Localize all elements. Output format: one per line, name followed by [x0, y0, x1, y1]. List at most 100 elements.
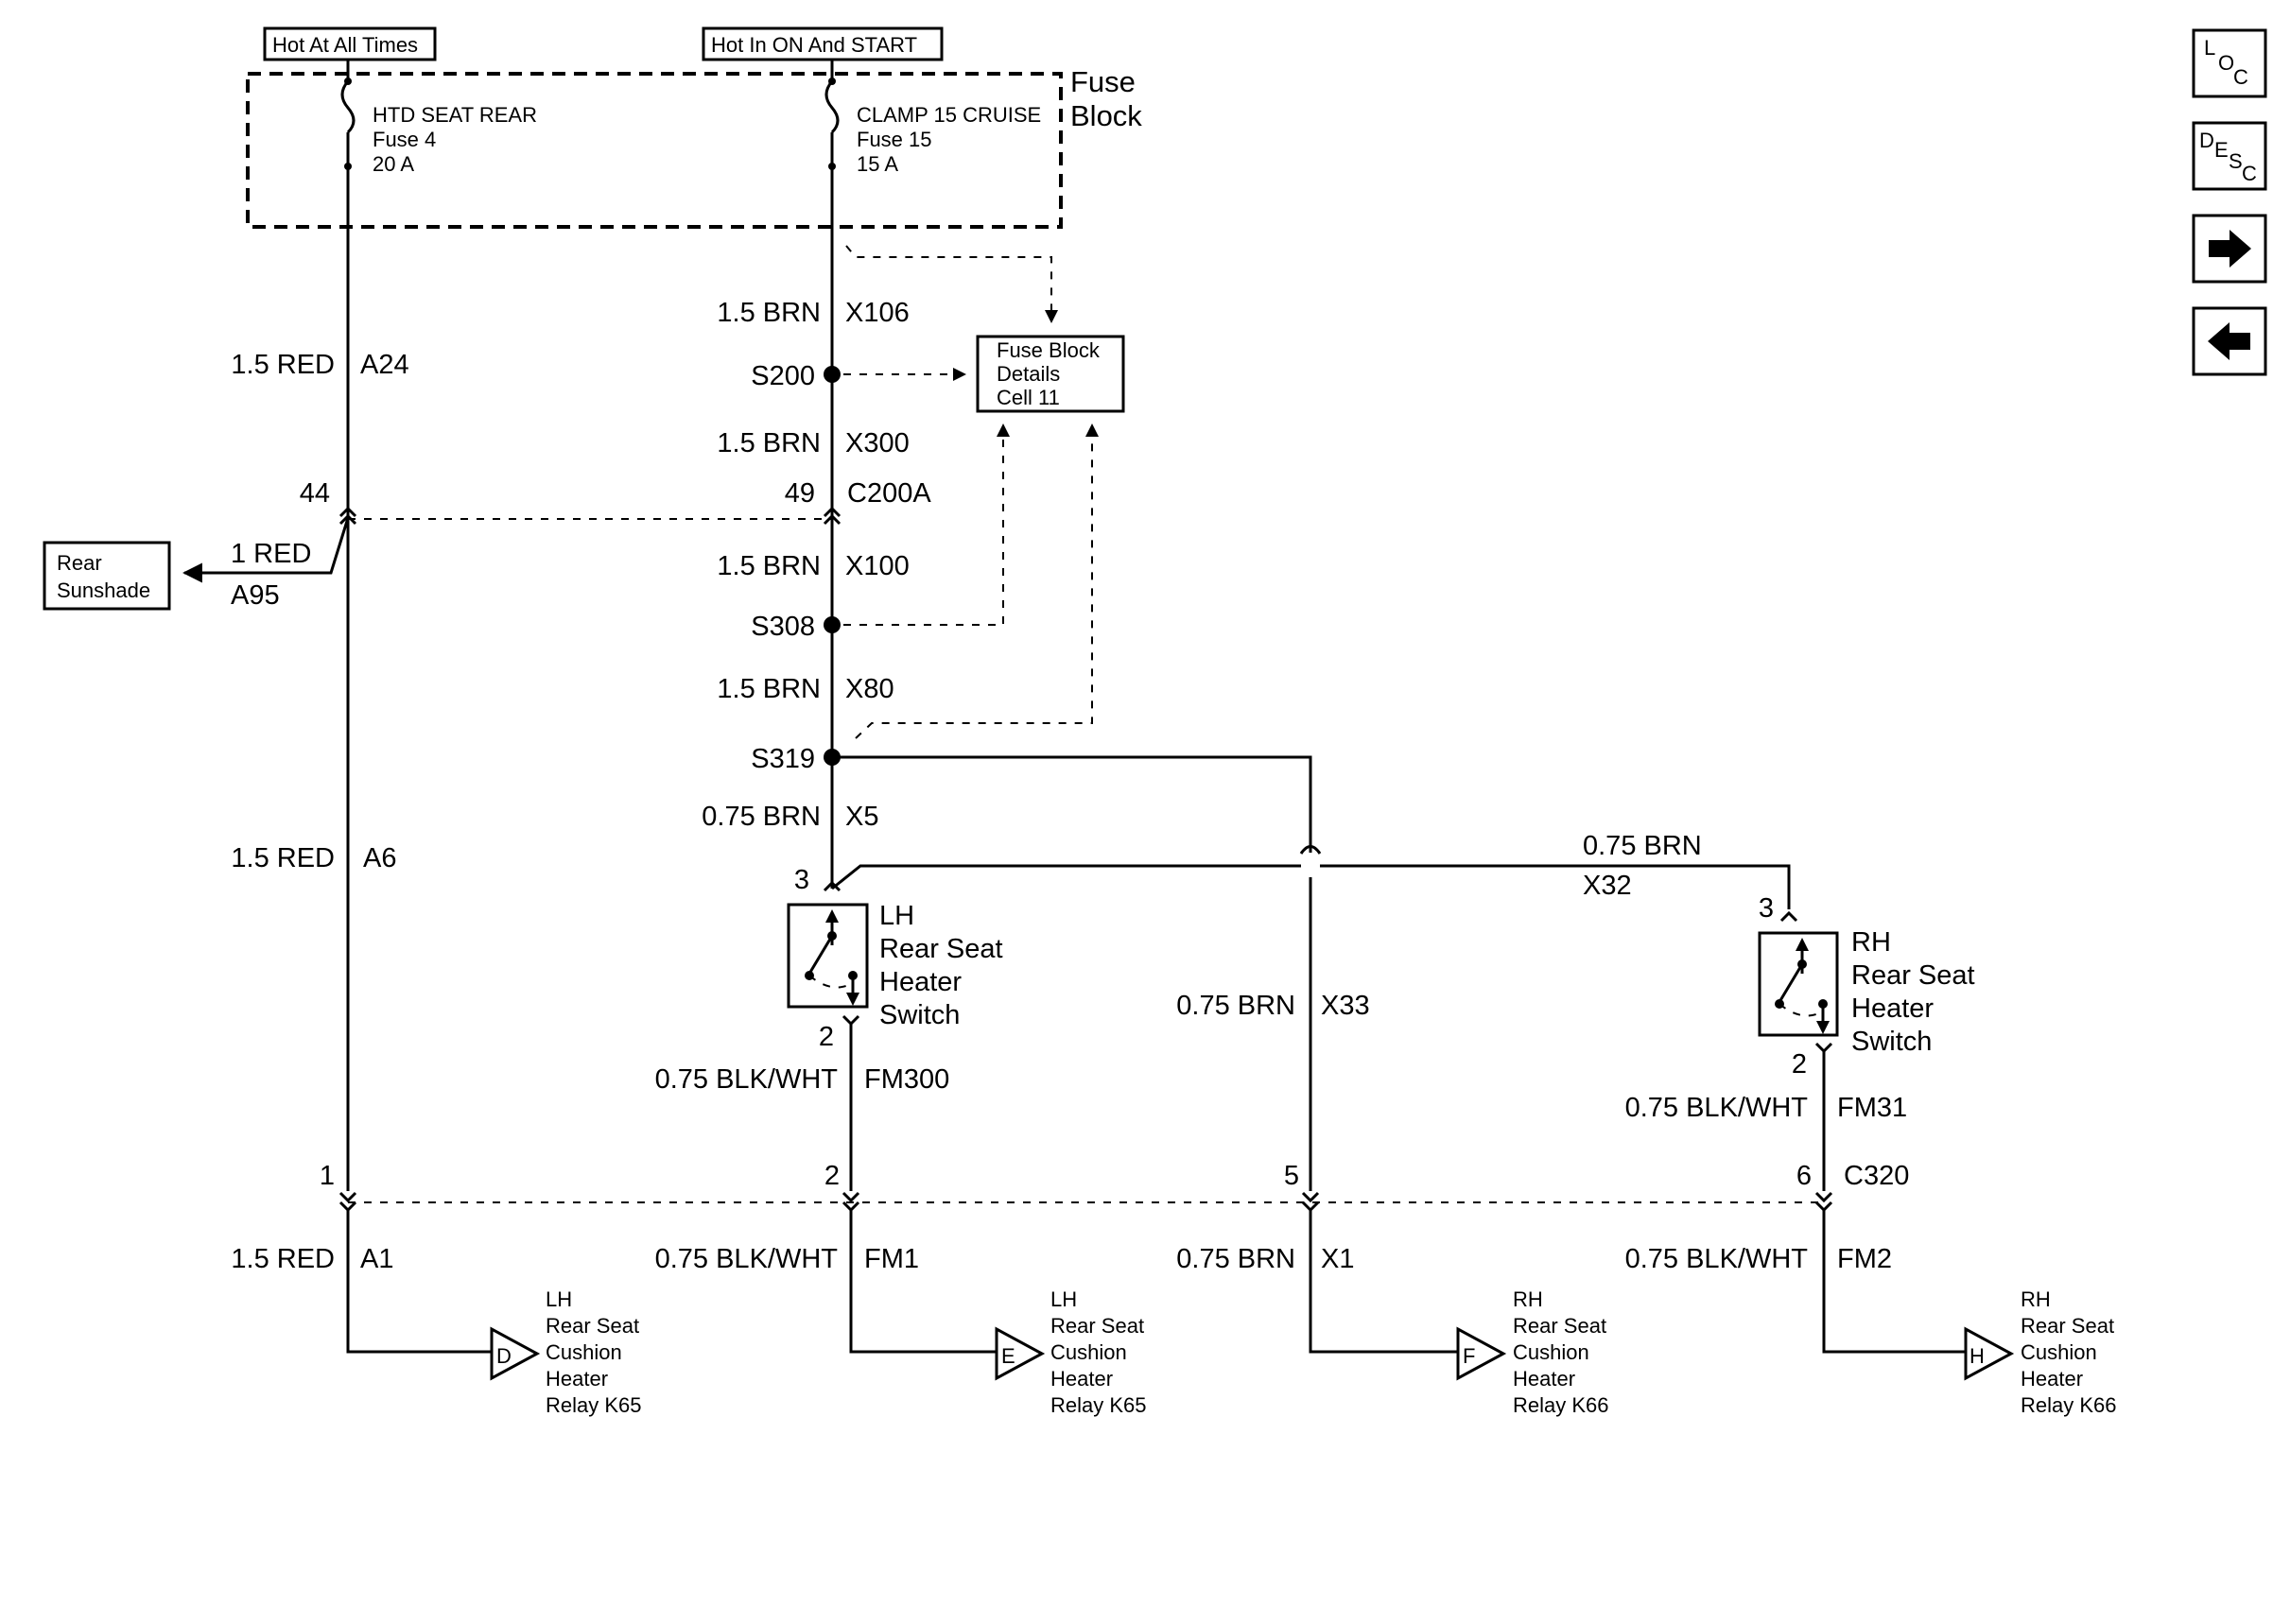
- svg-text:O: O: [2218, 51, 2234, 75]
- details-references: [843, 245, 1099, 739]
- svg-text:49: 49: [785, 478, 815, 509]
- splice-s200: S200: [751, 361, 841, 391]
- svg-text:0.75 BLK/WHT: 0.75 BLK/WHT: [655, 1244, 839, 1274]
- svg-text:2: 2: [824, 1161, 840, 1191]
- brn-wire-x32: 0.75 BRN X32: [831, 831, 1791, 909]
- svg-text:A24: A24: [360, 350, 409, 380]
- svg-text:Rear Seat: Rear Seat: [1851, 960, 1975, 991]
- svg-text:C: C: [2242, 162, 2257, 185]
- svg-text:Rear Seat: Rear Seat: [1050, 1314, 1144, 1338]
- brn-wire-feed: 1.5 BRN X106 1.5 BRN X300 1.5 BRN X100 1…: [702, 166, 910, 889]
- svg-text:Rear: Rear: [57, 551, 102, 575]
- previous-button[interactable]: [2192, 306, 2267, 376]
- svg-text:Fuse Block: Fuse Block: [997, 338, 1101, 362]
- svg-text:0.75 BRN: 0.75 BRN: [1176, 991, 1295, 1021]
- relay-f-connection: F RH Rear Seat Cushion Heater Relay K66: [1309, 1210, 1609, 1417]
- svg-text:Fuse 4: Fuse 4: [373, 128, 436, 151]
- svg-text:Cushion: Cushion: [2021, 1340, 2097, 1364]
- svg-text:Rear Seat: Rear Seat: [2021, 1314, 2114, 1338]
- svg-text:X100: X100: [845, 551, 910, 581]
- svg-text:C: C: [2233, 65, 2248, 89]
- svg-text:X80: X80: [845, 674, 894, 704]
- svg-text:X33: X33: [1321, 991, 1370, 1021]
- fuse-clamp-15-cruise: CLAMP 15 CRUISE Fuse 15 15 A: [824, 60, 1041, 176]
- svg-text:Relay K65: Relay K65: [546, 1393, 642, 1417]
- svg-text:Heater: Heater: [1851, 993, 1934, 1024]
- svg-text:X32: X32: [1583, 871, 1632, 901]
- svg-text:Cell 11: Cell 11: [997, 386, 1060, 409]
- svg-text:FM2: FM2: [1837, 1244, 1892, 1274]
- svg-text:3: 3: [1759, 893, 1774, 924]
- svg-text:Heater: Heater: [1050, 1367, 1113, 1391]
- svg-text:Heater: Heater: [1513, 1367, 1575, 1391]
- svg-text:S: S: [2229, 149, 2243, 173]
- svg-text:Hot In ON And START: Hot In ON And START: [711, 33, 917, 57]
- svg-text:CLAMP 15 CRUISE: CLAMP 15 CRUISE: [857, 103, 1041, 127]
- svg-text:0.75 BLK/WHT: 0.75 BLK/WHT: [655, 1064, 839, 1095]
- relay-e-connection: E LH Rear Seat Cushion Heater Relay K65: [849, 1210, 1147, 1417]
- blk-wht-wire-rh: 0.75 BLK/WHT FM31 0.75 BLK/WHT FM2: [1625, 1051, 1907, 1274]
- arrow-left-icon: [2208, 322, 2250, 360]
- svg-text:E: E: [2214, 138, 2229, 162]
- relay-h-connection: H RH Rear Seat Cushion Heater Relay K66: [1822, 1210, 2117, 1417]
- svg-text:A6: A6: [363, 843, 396, 873]
- svg-text:X106: X106: [845, 298, 910, 328]
- svg-text:Heater: Heater: [879, 967, 962, 997]
- svg-text:HTD SEAT REAR: HTD SEAT REAR: [373, 103, 537, 127]
- svg-text:2: 2: [819, 1022, 834, 1052]
- svg-text:Details: Details: [997, 362, 1060, 386]
- svg-text:Cushion: Cushion: [1513, 1340, 1589, 1364]
- hot-at-all-times-label: Hot At All Times: [263, 26, 437, 61]
- svg-text:Sunshade: Sunshade: [57, 579, 150, 602]
- rear-sunshade-box: Rear Sunshade: [43, 541, 171, 611]
- splice-s308: S308: [751, 612, 841, 642]
- svg-text:0.75 BRN: 0.75 BRN: [1176, 1244, 1295, 1274]
- fuse-htd-seat-rear: HTD SEAT REAR Fuse 4 20 A: [340, 60, 537, 176]
- svg-text:44: 44: [300, 478, 330, 509]
- svg-text:F: F: [1463, 1344, 1475, 1368]
- loc-button[interactable]: L O C: [2192, 28, 2267, 98]
- rh-rear-seat-heater-switch: 3 2 RH Rear Seat Heater Switch: [1758, 893, 1975, 1080]
- svg-text:FM31: FM31: [1837, 1093, 1907, 1123]
- svg-text:LH: LH: [1050, 1287, 1077, 1311]
- svg-text:Switch: Switch: [1851, 1027, 1932, 1057]
- svg-text:2: 2: [1792, 1049, 1807, 1080]
- svg-text:1.5 BRN: 1.5 BRN: [717, 298, 821, 328]
- desc-button[interactable]: D E S C: [2192, 121, 2267, 191]
- svg-text:C320: C320: [1844, 1161, 1909, 1191]
- svg-text:Rear Seat: Rear Seat: [879, 934, 1003, 964]
- svg-text:A1: A1: [360, 1244, 393, 1274]
- svg-text:Cushion: Cushion: [546, 1340, 622, 1364]
- svg-text:1.5 RED: 1.5 RED: [231, 1244, 335, 1274]
- svg-text:E: E: [1001, 1344, 1015, 1368]
- svg-text:1.5 RED: 1.5 RED: [231, 843, 335, 873]
- relay-d-connection: D LH Rear Seat Cushion Heater Relay K65: [346, 1210, 642, 1417]
- lh-rear-seat-heater-switch: 3 2 LH Rear Seat Heater Switch: [787, 865, 1003, 1052]
- svg-text:FM300: FM300: [864, 1064, 949, 1095]
- next-button[interactable]: [2192, 214, 2267, 284]
- svg-text:Relay K65: Relay K65: [1050, 1393, 1147, 1417]
- svg-text:X1: X1: [1321, 1244, 1354, 1274]
- svg-text:0.75 BRN: 0.75 BRN: [702, 802, 821, 832]
- fuse-block-details-box: Fuse Block Details Cell 11: [976, 335, 1125, 413]
- svg-text:1 RED: 1 RED: [231, 539, 311, 569]
- rear-sunshade-branch: 1 RED A95: [182, 517, 350, 611]
- svg-text:X5: X5: [845, 802, 878, 832]
- svg-text:1.5 BRN: 1.5 BRN: [717, 551, 821, 581]
- svg-text:D: D: [2199, 129, 2214, 152]
- svg-text:Relay K66: Relay K66: [2021, 1393, 2117, 1417]
- svg-text:X300: X300: [845, 428, 910, 458]
- svg-text:1.5 BRN: 1.5 BRN: [717, 674, 821, 704]
- svg-text:0.75 BRN: 0.75 BRN: [1583, 831, 1702, 861]
- svg-text:C200A: C200A: [847, 478, 931, 509]
- svg-text:Switch: Switch: [879, 1000, 960, 1030]
- svg-text:A95: A95: [231, 580, 280, 611]
- svg-text:3: 3: [794, 865, 809, 895]
- svg-text:1.5 BRN: 1.5 BRN: [717, 428, 821, 458]
- svg-text:RH: RH: [1851, 927, 1891, 958]
- blk-wht-wire-lh: 0.75 BLK/WHT FM300 0.75 BLK/WHT FM1: [655, 1024, 949, 1274]
- svg-text:5: 5: [1284, 1161, 1299, 1191]
- brn-wire-x33: 0.75 BRN X33 0.75 BRN X1: [832, 755, 1370, 1274]
- svg-text:RH: RH: [2021, 1287, 2051, 1311]
